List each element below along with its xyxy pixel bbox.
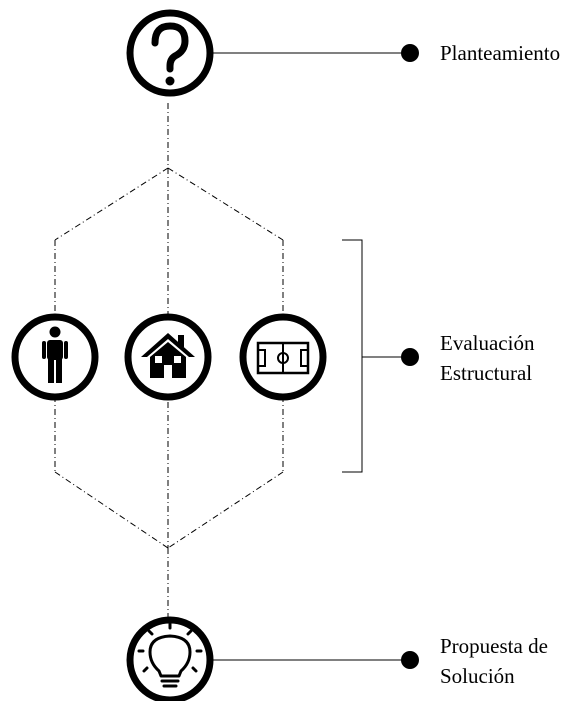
question-mark-icon: [126, 9, 214, 97]
evaluation-label-line1: Evaluación: [440, 331, 535, 355]
evaluation-label-line2: Estructural: [440, 361, 533, 385]
lightbulb-icon: [126, 616, 214, 701]
solution-dot: [401, 651, 419, 669]
problem-dot: [401, 44, 419, 62]
evaluation-dot: [401, 348, 419, 366]
dash-top-left-diagonal: [54, 167, 169, 241]
evaluation-label: Evaluación Estructural: [440, 328, 534, 388]
dash-bottom-left-diagonal: [54, 471, 169, 549]
dash-bottom-right-diagonal: [167, 471, 284, 549]
evaluation-bracket: [342, 239, 363, 473]
label-connectors: [212, 52, 408, 661]
problem-label: Planteamiento: [440, 38, 560, 68]
solution-label-line2: Solución: [440, 664, 515, 688]
dashed-connectors: [54, 103, 284, 620]
label-dots: [401, 44, 419, 669]
dash-top-right-diagonal: [167, 167, 284, 241]
house-icon: [124, 313, 212, 401]
problem-label-text: Planteamiento: [440, 41, 561, 65]
solution-label: Propuesta de Solución: [440, 631, 548, 691]
person-icon: [11, 313, 99, 401]
solution-label-line1: Propuesta de: [440, 634, 548, 658]
football-field-icon: [239, 313, 327, 401]
